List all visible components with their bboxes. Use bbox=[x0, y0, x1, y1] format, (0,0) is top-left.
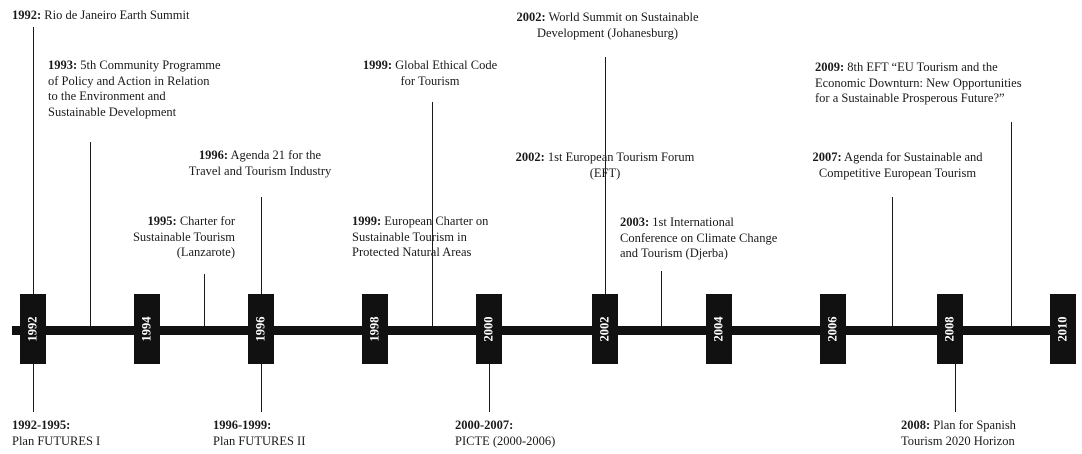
year-box-1992: 1992 bbox=[20, 294, 46, 364]
year-box-1998: 1998 bbox=[362, 294, 388, 364]
event-2007-agenda-sustainable: 2007: Agenda for Sustainable and Competi… bbox=[812, 150, 983, 180]
timeline-axis bbox=[12, 326, 1072, 335]
year-box-2000: 2000 bbox=[476, 294, 502, 364]
year-box-1994: 1994 bbox=[134, 294, 160, 364]
connector-1999 bbox=[432, 102, 434, 328]
event-2000-2007-picte: 2000-2007: PICTE (2000-2006) bbox=[455, 418, 556, 448]
event-1992-earth-summit: 1992: Rio de Janeiro Earth Summit bbox=[12, 8, 190, 22]
event-1999-european-charter: 1999: European Charter on Sustainable To… bbox=[352, 214, 489, 259]
year-box-2010: 2010 bbox=[1050, 294, 1076, 364]
event-2002-world-summit: 2002: World Summit on Sustainable Develo… bbox=[516, 10, 699, 40]
connector-1995 bbox=[204, 274, 206, 328]
event-1996-agenda-21: 1996: Agenda 21 for the Travel and Touri… bbox=[188, 148, 332, 178]
event-2008-spanish-tourism-plan: 2008: Plan for Spanish Tourism 2020 Hori… bbox=[901, 418, 1016, 448]
event-1993-community-programme: 1993: 5th Community Programme of Policy … bbox=[48, 58, 221, 119]
connector-2009 bbox=[1011, 122, 1013, 328]
connector-2002 bbox=[605, 57, 607, 297]
connector-2000-2007 bbox=[489, 362, 491, 412]
connector-1996 bbox=[261, 197, 263, 297]
connector-1996-1999 bbox=[261, 362, 263, 412]
connector-2003 bbox=[661, 271, 663, 328]
connector-1992 bbox=[33, 27, 35, 297]
connector-2007 bbox=[892, 197, 894, 328]
connector-1992-1995 bbox=[33, 362, 35, 412]
year-box-2006: 2006 bbox=[820, 294, 846, 364]
year-box-1996: 1996 bbox=[248, 294, 274, 364]
event-1999-global-ethical-code: 1999: Global Ethical Code for Tourism bbox=[362, 58, 498, 88]
year-box-2008: 2008 bbox=[937, 294, 963, 364]
year-box-2002: 2002 bbox=[592, 294, 618, 364]
event-1992-1995-futures-i: 1992-1995: Plan FUTURES I bbox=[12, 418, 101, 448]
event-2009-8th-eft: 2009: 8th EFT “EU Tourism and the Econom… bbox=[815, 60, 1022, 105]
event-1996-1999-futures-ii: 1996-1999: Plan FUTURES II bbox=[213, 418, 306, 448]
connector-1993 bbox=[90, 142, 92, 328]
connector-2008 bbox=[955, 362, 957, 412]
year-box-2004: 2004 bbox=[706, 294, 732, 364]
event-1995-lanzarote-charter: 1995: Charter for Sustainable Tourism (L… bbox=[132, 214, 235, 259]
event-2003-climate-change-conference: 2003: 1st International Conference on Cl… bbox=[620, 215, 778, 260]
